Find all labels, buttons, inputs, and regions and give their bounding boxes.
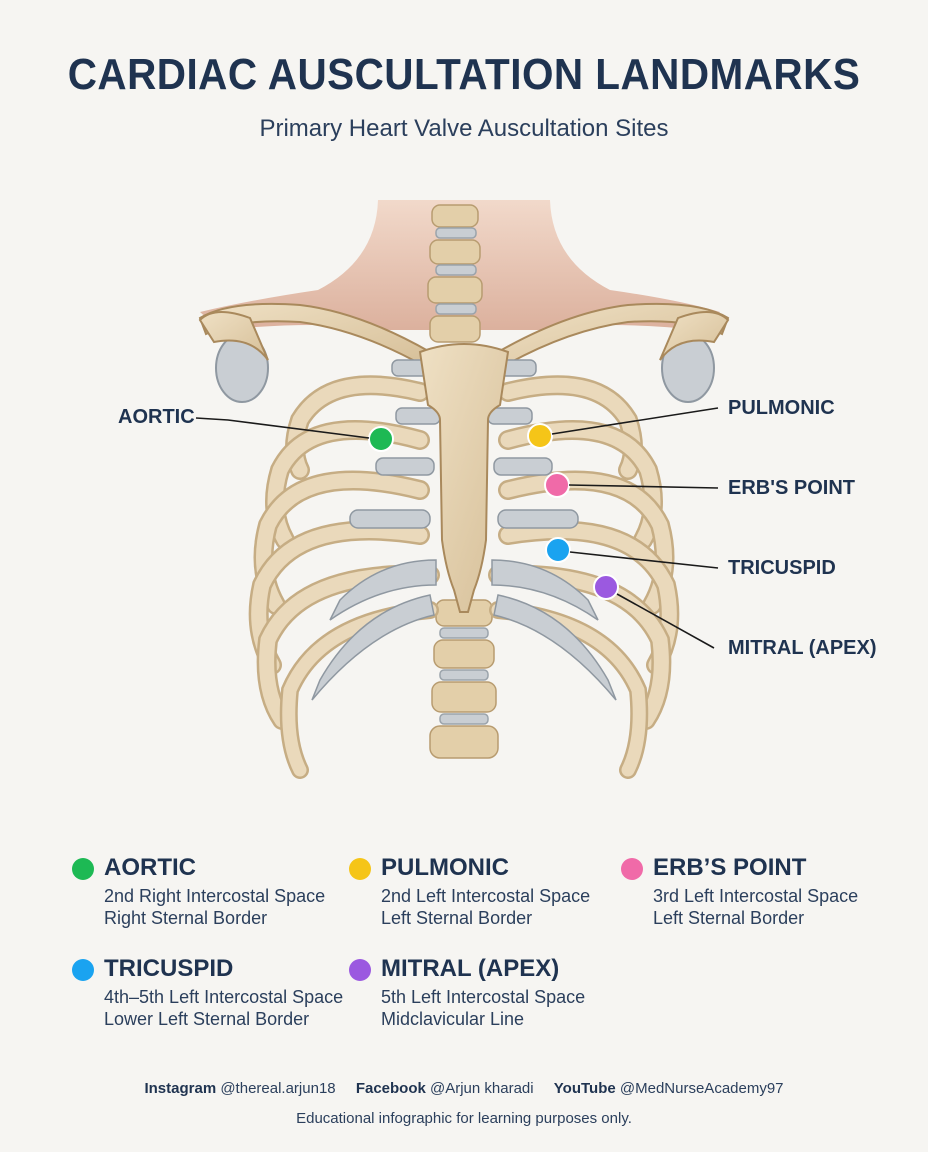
legend-pulmonic-name: PULMONIC	[381, 854, 509, 881]
instagram-handle[interactable]: @thereal.arjun18	[220, 1080, 336, 1097]
cervical-spine	[427, 204, 483, 343]
erbs-point	[544, 472, 570, 498]
social-links: Instagram @thereal.arjun18 Facebook @Arj…	[0, 1080, 928, 1097]
legend-tricuspid-name: TRICUSPID	[104, 955, 234, 982]
callout-pulmonic: PULMONIC	[728, 397, 835, 419]
legend-tricuspid-line1: 4th–5th Left Intercostal Space	[104, 987, 344, 1007]
pulmonic-point	[527, 423, 553, 449]
legend-aortic-dot	[72, 858, 94, 880]
lower-spine	[429, 599, 499, 759]
youtube-handle[interactable]: @MedNurseAcademy97	[619, 1080, 784, 1097]
legend-erbs-name: ERB’S POINT	[653, 854, 807, 881]
callout-mitral: MITRAL (APEX)	[728, 637, 877, 659]
facebook-label: Facebook	[355, 1080, 430, 1097]
legend-pulmonic-dot	[349, 858, 371, 880]
youtube-label: YouTube	[553, 1080, 620, 1097]
legend-aortic-line2: Right Sternal Border	[104, 908, 268, 928]
legend-mitral-line1: 5th Left Intercostal Space	[381, 987, 586, 1007]
rib-cage-illustration	[195, 200, 730, 779]
tricuspid-point	[545, 537, 571, 563]
legend-pulmonic-line1: 2nd Left Intercostal Space	[381, 886, 591, 906]
disclaimer: Educational infographic for learning pur…	[296, 1110, 632, 1127]
legend-mitral-name: MITRAL (APEX)	[381, 955, 560, 982]
legend-erbs-line1: 3rd Left Intercostal Space	[653, 886, 859, 906]
instagram-label: Instagram	[144, 1080, 221, 1097]
legend-tricuspid-line2: Lower Left Sternal Border	[104, 1009, 310, 1029]
callout-erbs: ERB'S POINT	[728, 477, 855, 499]
callout-tricuspid: TRICUSPID	[728, 557, 836, 579]
legend-mitral-line2: Midclavicular Line	[381, 1009, 525, 1029]
legend-erbs-dot	[621, 858, 643, 880]
sternum	[418, 343, 510, 613]
legend-pulmonic-line2: Left Sternal Border	[381, 908, 533, 928]
legend-tricuspid-dot	[72, 959, 94, 981]
legend-aortic-name: AORTIC	[104, 854, 196, 881]
legend-mitral-dot	[349, 959, 371, 981]
legend-erbs-line2: Left Sternal Border	[653, 908, 805, 928]
page-title: CARDIAC AUSCULTATION LANDMARKS	[67, 50, 861, 99]
legend-aortic-line1: 2nd Right Intercostal Space	[104, 886, 326, 906]
facebook-handle[interactable]: @Arjun kharadi	[430, 1080, 534, 1097]
mitral-point	[593, 574, 619, 600]
page-subtitle: Primary Heart Valve Auscultation Sites	[259, 115, 669, 142]
aortic-point	[368, 426, 394, 452]
leader-lines	[195, 407, 719, 649]
callout-aortic: AORTIC	[118, 406, 195, 428]
